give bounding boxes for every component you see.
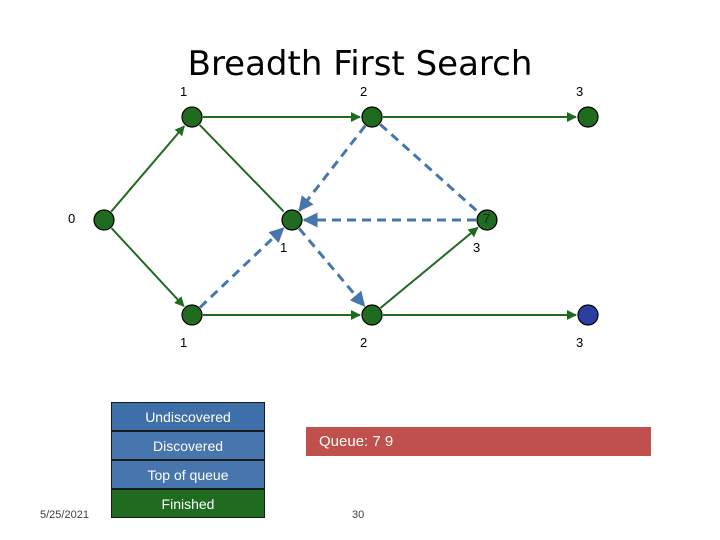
- graph-edge: [379, 123, 480, 214]
- legend-item-top-of-queue: Top of queue: [111, 460, 265, 489]
- legend-label: Top of queue: [147, 466, 229, 483]
- graph-edge: [297, 227, 366, 307]
- legend: Undiscovered Discovered Top of queue Fin…: [111, 402, 265, 518]
- node-label: 7: [483, 211, 491, 226]
- node-label: 1: [180, 84, 188, 99]
- node-label: 3: [473, 240, 481, 255]
- page-title: Breadth First Search: [187, 44, 533, 84]
- graph-node: [181, 106, 203, 128]
- node-label: 1: [180, 335, 188, 350]
- legend-item-discovered: Discovered: [111, 431, 265, 460]
- edges-layer: [110, 112, 577, 320]
- graph-edge: [298, 124, 367, 212]
- graph-node: [577, 304, 599, 326]
- legend-item-finished: Finished: [111, 489, 265, 518]
- graph-node: [476, 209, 498, 231]
- node-label: 3: [576, 335, 584, 350]
- node-label: 1: [280, 240, 288, 255]
- legend-label: Discovered: [152, 437, 224, 454]
- node-label: 2: [360, 335, 368, 350]
- legend-label: Undiscovered: [145, 408, 231, 425]
- queue-status-bar: Queue: 7 9: [306, 427, 651, 456]
- node-label: 3: [576, 84, 584, 99]
- graph-node: [93, 209, 115, 231]
- graph-node: [281, 209, 303, 231]
- slide-number: 30: [352, 509, 365, 521]
- graph-node: [181, 304, 203, 326]
- graph-edge: [110, 227, 185, 307]
- queue-text: Queue: 7 9: [319, 433, 394, 450]
- graph-node: [361, 304, 383, 326]
- legend-item-undiscovered: Undiscovered: [111, 402, 265, 431]
- legend-label: Finished: [161, 495, 215, 512]
- graph-edge: [198, 227, 285, 309]
- nodes-layer: [93, 106, 599, 326]
- date-stamp: 5/25/2021: [40, 509, 89, 521]
- node-label: 2: [360, 84, 368, 99]
- graph-node: [577, 106, 599, 128]
- node-label: 0: [68, 211, 76, 226]
- graph-edge: [198, 124, 285, 213]
- graph-node: [361, 106, 383, 128]
- graph-edge: [110, 125, 185, 213]
- graph-edge: [379, 226, 479, 309]
